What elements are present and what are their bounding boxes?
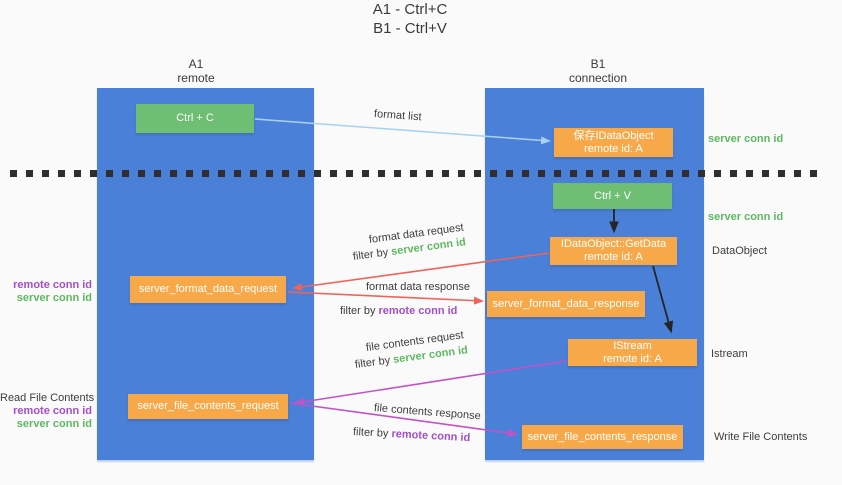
node-istream-line2: remote id: A	[603, 352, 662, 365]
remote-conn-id-text: remote conn id	[391, 428, 471, 445]
format-list-label: format list	[373, 108, 422, 124]
server-conn-id-label-top: server conn id	[708, 133, 784, 145]
left-column-header: A1 remote	[136, 57, 256, 85]
remote-conn-id-label-1: remote conn id	[13, 279, 92, 291]
node-istream-line1: IStream	[613, 339, 652, 352]
node-save-dataobject-line2: remote id: A	[584, 142, 643, 155]
right-column-subtitle: connection	[568, 71, 628, 85]
node-save-dataobject: 保存IDataObject remote id: A	[554, 128, 673, 157]
server-conn-id-label-2: server conn id	[16, 418, 92, 430]
node-server-format-data-request: server_format_data_request	[130, 276, 286, 303]
filter-by-text: filter by	[354, 354, 391, 371]
diagram-title: A1 - Ctrl+C B1 - Ctrl+V	[0, 0, 820, 38]
filter-by-remote-conn-id-2: filter by remote conn id	[353, 426, 471, 444]
node-ctrl-v-label: Ctrl + V	[594, 189, 631, 202]
left-column-name: A1	[188, 57, 204, 71]
machine-separator-dotted-line	[10, 170, 825, 177]
dataobject-label: DataObject	[712, 245, 768, 257]
filter-by-text: filter by	[352, 246, 389, 263]
read-file-contents-label: Read File Contents	[0, 392, 95, 404]
node-getdata-line1: IDataObject::GetData	[560, 238, 667, 250]
left-conn-id-block-1: remote conn id server conn id	[0, 279, 92, 305]
title-line-2: B1 - Ctrl+V	[373, 20, 447, 37]
remote-conn-id-text: remote conn id	[378, 305, 458, 317]
node-server-file-contents-response-label: server_file_contents_response	[527, 430, 678, 443]
write-file-contents-label: Write File Contents	[714, 431, 808, 443]
left-conn-id-block-2: Read File Contents remote conn id server…	[0, 392, 95, 431]
server-conn-id-label-mid: server conn id	[708, 211, 784, 223]
node-ctrl-v: Ctrl + V	[553, 183, 672, 209]
remote-conn-id-label-2: remote conn id	[13, 405, 92, 417]
node-server-file-contents-response: server_file_contents_response	[522, 425, 683, 449]
server-conn-id-label-1: server conn id	[16, 292, 92, 304]
node-save-dataobject-line1: 保存IDataObject	[573, 129, 654, 142]
node-ctrl-c: Ctrl + C	[136, 104, 254, 133]
filter-by-text: filter by	[352, 426, 389, 440]
node-istream: IStream remote id: A	[568, 339, 697, 366]
node-getdata-line2: remote id: A	[584, 251, 643, 263]
node-server-file-contents-request: server_file_contents_request	[128, 394, 288, 419]
right-column-name: B1	[590, 57, 606, 71]
node-server-format-data-response-label: server_format_data_response	[492, 297, 640, 310]
node-ctrl-c-label: Ctrl + C	[176, 112, 214, 124]
format-data-response-label: format data response	[366, 281, 470, 293]
file-contents-response-label: file contents response	[373, 402, 482, 423]
right-column-header: B1 connection	[538, 57, 658, 85]
istream-label: Istream	[711, 348, 748, 360]
node-getdata: IDataObject::GetData remote id: A	[550, 237, 677, 265]
format-data-response-arrow	[287, 291, 484, 305]
node-server-format-data-request-label: server_format_data_request	[138, 283, 278, 295]
title-line-1: A1 - Ctrl+C	[372, 1, 448, 18]
node-server-format-data-response: server_format_data_response	[487, 291, 645, 317]
filter-by-remote-conn-id-1: filter by remote conn id	[340, 305, 457, 317]
left-column-subtitle: remote	[177, 71, 215, 85]
node-server-file-contents-request-label: server_file_contents_request	[137, 400, 279, 412]
filter-by-text: filter by	[340, 305, 376, 317]
